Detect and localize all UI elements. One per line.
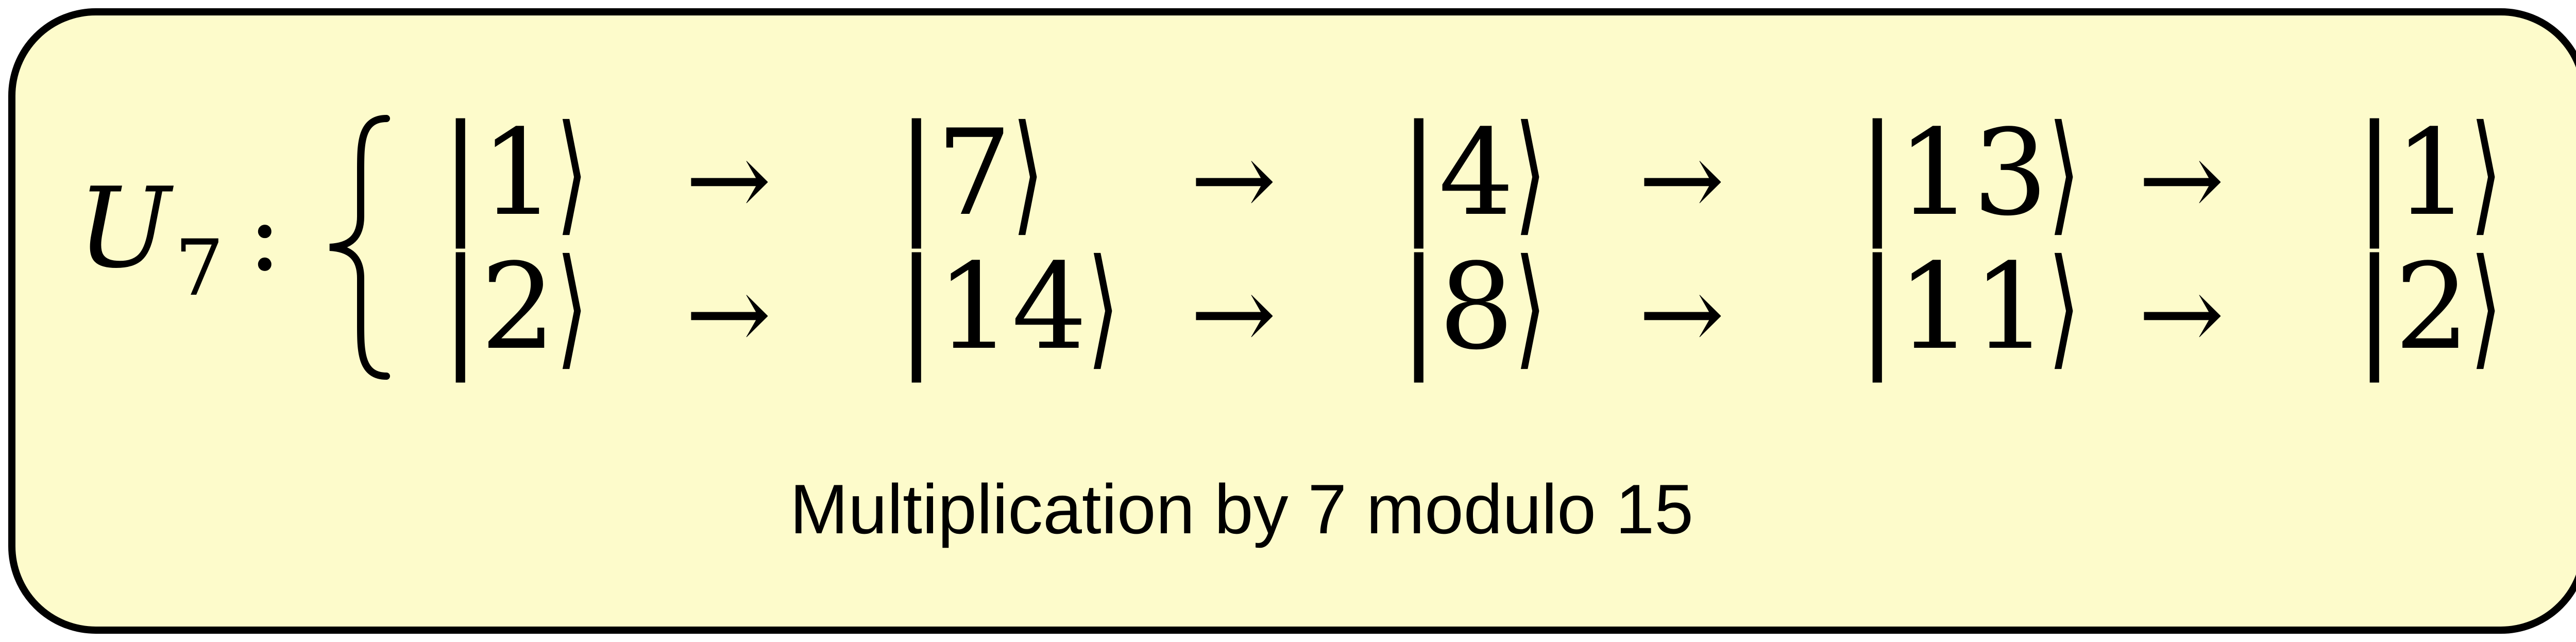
ket-row1-col5: |1⟩	[2354, 97, 2502, 249]
diagram-panel	[8, 8, 2576, 634]
ket-row1-col1: |1⟩	[440, 97, 588, 249]
operator-symbol: U	[77, 163, 171, 293]
operator-colon: :	[247, 174, 282, 294]
arrow-row2-1: →	[685, 254, 772, 374]
arrow-row1-3: →	[1638, 120, 1725, 240]
ket-row2-col5: |2⟩	[2354, 231, 2502, 383]
arrow-row2-4: →	[2138, 254, 2225, 374]
operator-label: U7	[77, 173, 224, 307]
arrow-row1-4: →	[2138, 120, 2225, 240]
ket-row2-col2: |14⟩	[896, 231, 1120, 383]
ket-row2-col4: |11⟩	[1857, 231, 2080, 383]
arrow-row1-2: →	[1190, 120, 1277, 240]
caption-text: Multiplication by 7 modulo 15	[790, 470, 1693, 548]
caption: Multiplication by 7 modulo 15	[0, 474, 2576, 544]
arrow-row1-1: →	[685, 120, 772, 240]
ket-row1-col2: |7⟩	[896, 97, 1044, 249]
ket-row1-col3: |4⟩	[1399, 97, 1547, 249]
ket-row1-col4: |13⟩	[1857, 97, 2080, 249]
ket-row2-col3: |8⟩	[1399, 231, 1547, 383]
operator-subscript: 7	[175, 224, 224, 313]
arrow-row2-2: →	[1190, 254, 1277, 374]
arrow-row2-3: →	[1638, 254, 1725, 374]
ket-row2-col1: |2⟩	[440, 231, 588, 383]
left-brace	[329, 115, 390, 380]
